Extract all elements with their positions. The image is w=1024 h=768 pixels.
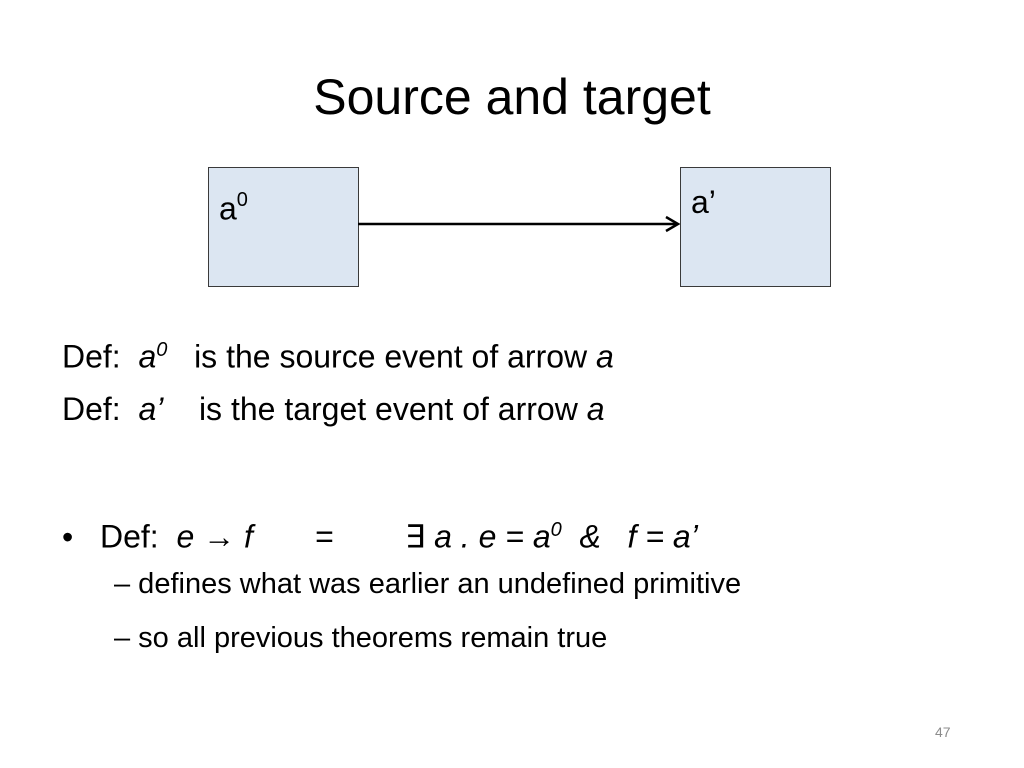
target-event-box: a’ bbox=[680, 167, 831, 287]
sub-bullet-2: – so all previous theorems remain true bbox=[114, 622, 608, 654]
slide-title: Source and target bbox=[313, 69, 711, 125]
sub-bullet-1: – defines what was earlier an undefined … bbox=[114, 568, 742, 600]
definition-target: Def: a’ is the target event of arrow a bbox=[62, 391, 605, 427]
definition-source: Def: a0 is the source event of arrow a bbox=[62, 338, 614, 375]
source-event-box: a0 bbox=[208, 167, 359, 287]
bullet-definition: •Def: e → f = ∃ a . e = a0 & f = a’ bbox=[62, 518, 698, 555]
target-label: a’ bbox=[691, 184, 716, 220]
arrow-connector bbox=[358, 215, 681, 233]
source-label: a0 bbox=[219, 189, 248, 227]
page-number: 47 bbox=[935, 724, 951, 740]
